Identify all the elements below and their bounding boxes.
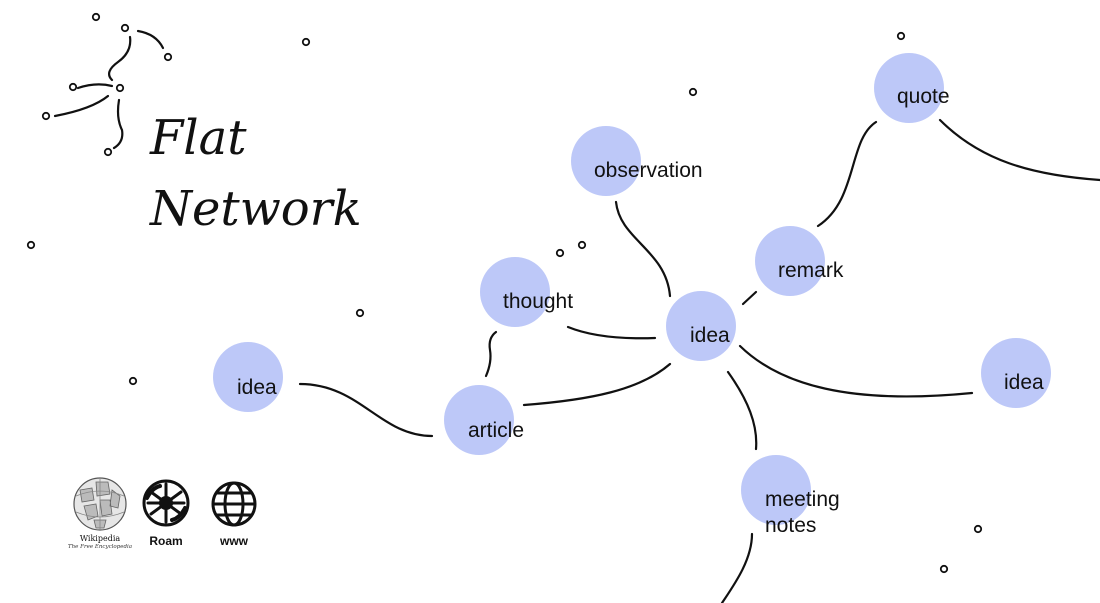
node-label: observation	[594, 159, 703, 182]
node-label: quote	[897, 85, 950, 108]
globe-icon	[211, 481, 257, 527]
node-observation[interactable]: observation	[571, 126, 703, 196]
edge-article-idea	[522, 362, 672, 407]
node-idea-left[interactable]: idea	[213, 342, 283, 412]
node-remark[interactable]: remark	[755, 226, 844, 296]
www-source[interactable]: www	[211, 481, 257, 548]
wikipedia-globe-icon	[73, 477, 127, 531]
node-label-line-1: meeting	[765, 488, 840, 511]
node-label: idea	[237, 376, 277, 399]
node-idea-right[interactable]: idea	[981, 338, 1051, 408]
node-meeting-notes[interactable]: meeting notes	[741, 455, 840, 537]
title-line-2: Network	[149, 181, 362, 237]
wikipedia-source[interactable]: Wikipedia The Free Encyclopedia	[68, 477, 132, 550]
title-line-1: Flat	[149, 110, 247, 166]
wikipedia-label: Wikipedia	[80, 534, 121, 543]
network-edges	[298, 118, 1100, 603]
node-label: article	[468, 419, 524, 442]
node-label: idea	[690, 324, 730, 347]
node-label-line-2: notes	[765, 514, 816, 537]
roam-source[interactable]: Roam	[142, 479, 190, 548]
edge-observation-idea	[614, 200, 672, 298]
edge-quote-offscreen	[938, 118, 1100, 182]
edge-article-thought	[484, 330, 498, 378]
edge-thought-idea	[566, 325, 657, 340]
node-quote[interactable]: quote	[874, 53, 950, 123]
node-label: idea	[1004, 371, 1044, 394]
edge-idea-right	[738, 344, 974, 398]
edge-meeting-offscreen	[720, 532, 754, 603]
node-label: remark	[778, 259, 844, 282]
www-label: www	[219, 534, 249, 548]
roam-logo-icon	[142, 479, 190, 527]
node-article[interactable]: article	[444, 385, 524, 455]
edge-idea-article	[298, 382, 434, 438]
roam-label: Roam	[149, 534, 182, 548]
wikipedia-sublabel: The Free Encyclopedia	[68, 544, 132, 550]
scattered-dots	[26, 31, 983, 574]
node-thought[interactable]: thought	[480, 257, 573, 327]
node-idea-center[interactable]: idea	[666, 291, 736, 361]
edge-remark-quote	[816, 120, 878, 228]
edge-idea-remark	[741, 290, 758, 306]
logo-constellation-icon	[41, 12, 173, 157]
edge-idea-meeting	[726, 370, 758, 451]
node-label: thought	[503, 290, 573, 313]
